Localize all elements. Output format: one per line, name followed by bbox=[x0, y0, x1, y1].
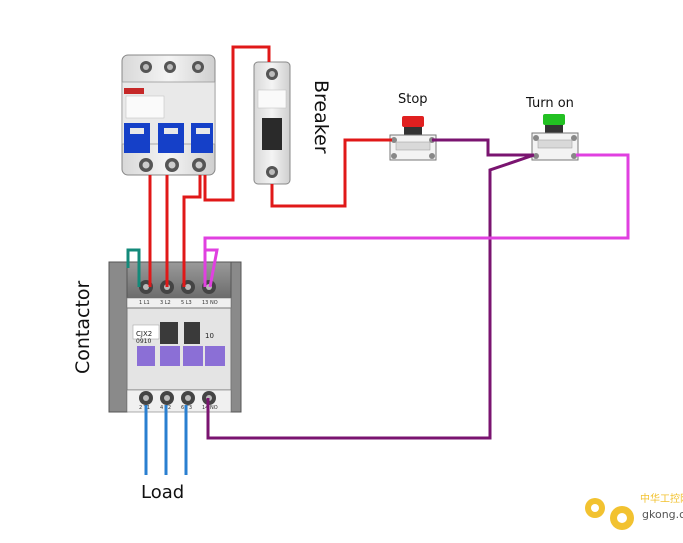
wire-teal bbox=[126, 248, 141, 287]
wire-magenta bbox=[203, 153, 630, 287]
breaker-label: Breaker bbox=[310, 80, 332, 154]
contactor-model: CJX2 bbox=[136, 330, 152, 338]
gear-icon bbox=[585, 498, 634, 530]
wire-purple bbox=[432, 138, 534, 157]
stop-button[interactable] bbox=[389, 116, 437, 161]
wire-purple bbox=[206, 153, 535, 440]
breaker-handle[interactable] bbox=[158, 123, 184, 153]
wire-magenta bbox=[205, 248, 219, 288]
three-pole-breaker bbox=[121, 54, 216, 176]
terminal-label: 14 NO bbox=[202, 405, 218, 411]
breaker-handle[interactable] bbox=[262, 118, 282, 150]
breaker-handle[interactable] bbox=[124, 123, 150, 153]
contactor-window bbox=[137, 346, 155, 366]
breaker-handle[interactable] bbox=[191, 123, 213, 153]
terminal-label: 3 L2 bbox=[160, 300, 171, 306]
wires bbox=[126, 45, 630, 475]
contactor-window bbox=[205, 346, 225, 366]
contactor-model-sub: 0910 bbox=[136, 338, 151, 345]
turn-on-label: Turn on bbox=[526, 96, 574, 111]
contactor-window bbox=[160, 346, 180, 366]
terminal-label: 5 L3 bbox=[181, 300, 192, 306]
load-label: Load bbox=[141, 482, 185, 503]
single-pole-breaker bbox=[253, 61, 291, 185]
wire-red bbox=[182, 175, 202, 287]
wire-red bbox=[270, 138, 392, 208]
contactor: CJX2 0910 10 1 L1 3 L2 5 L3 13 NO 2 T1 4… bbox=[108, 261, 242, 413]
stop-label: Stop bbox=[398, 92, 428, 107]
terminal-label: 1 L1 bbox=[139, 300, 150, 306]
terminal-label: 13 NO bbox=[202, 300, 218, 306]
contactor-window bbox=[183, 346, 203, 366]
watermark-cn: 中华工控网 bbox=[640, 494, 683, 505]
start-button[interactable] bbox=[531, 114, 579, 161]
wire-red bbox=[203, 45, 271, 202]
contactor-label: Contactor bbox=[72, 280, 94, 374]
contactor-aux-label: 10 bbox=[205, 332, 214, 340]
watermark-url: gkong.c bbox=[642, 508, 683, 521]
